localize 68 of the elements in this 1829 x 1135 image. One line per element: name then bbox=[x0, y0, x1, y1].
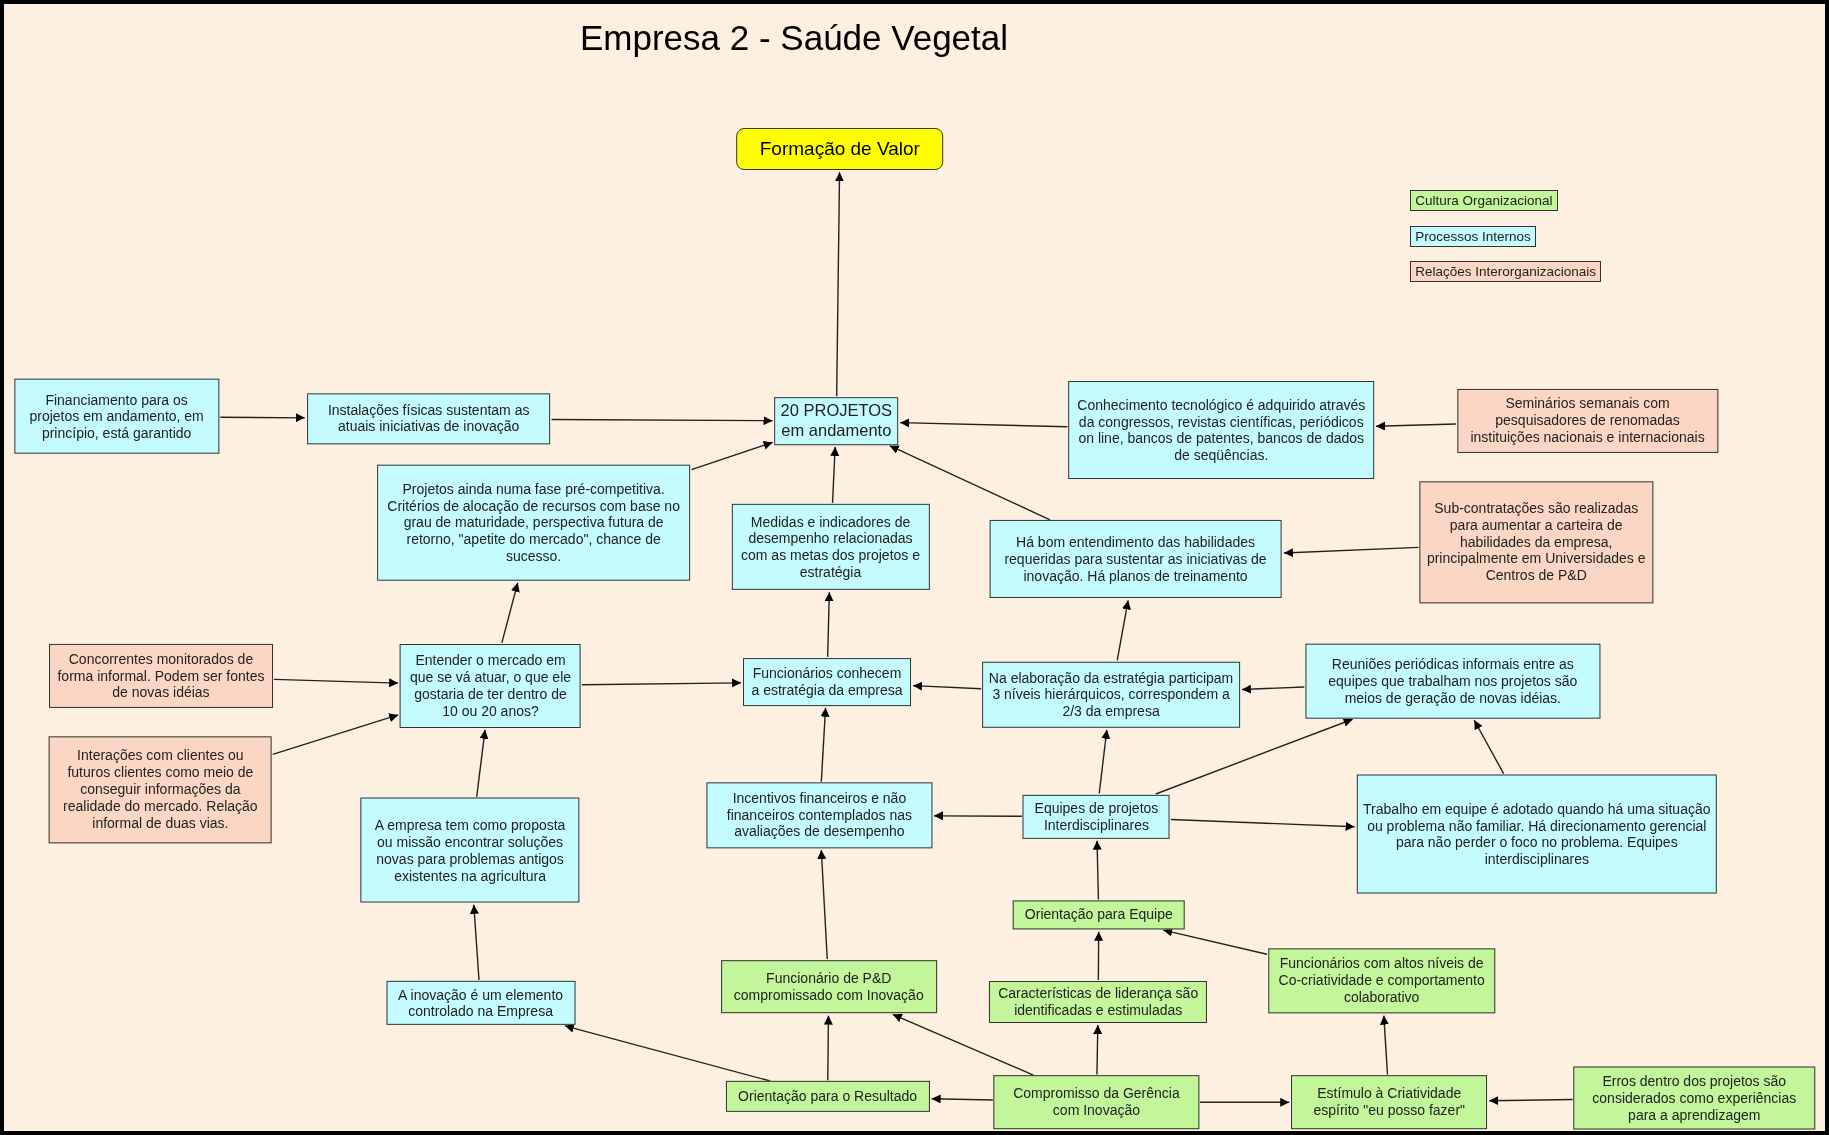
arrow bbox=[1092, 839, 1102, 901]
concept-box: Funcionários conhecem a estratégia da empresa bbox=[743, 657, 911, 706]
concept-box: A empresa tem como proposta ou missão encontrar soluções novas para problemas antigos existentes na agricultura bbox=[360, 797, 580, 903]
concept-box: Equipes de projetos Interdisciplinares bbox=[1022, 794, 1170, 839]
arrow bbox=[1199, 1097, 1290, 1107]
concept-box: Instalações físicas sustentam as atuais iniciativas de inovação bbox=[306, 393, 551, 445]
arrow bbox=[1241, 684, 1305, 694]
concept-box: Na elaboração da estratégia participam 3 níveis hierárquicos, correspondem a 2/3 da empresa bbox=[982, 661, 1240, 728]
arrow bbox=[834, 171, 844, 397]
legend-label: Cultura Organizacional bbox=[1415, 193, 1553, 209]
concept-box: Interações com clientes ou futuros clientes como meio de conseguir informações da realidade do mercado. Relação informal de duas vias. bbox=[49, 736, 272, 844]
arrow bbox=[888, 445, 1051, 521]
arrow bbox=[1093, 1024, 1103, 1076]
concept-box: Reuniões periódicas informais entre as equipes que trabalham nos projetos são meios de geração de novas idéias. bbox=[1305, 643, 1601, 719]
concept-box: Funcionário de P&D compromissado com Inovação bbox=[720, 960, 937, 1014]
concept-box: Características de liderança são identificadas e estimuladas bbox=[989, 981, 1208, 1023]
concept-box: Estímulo à Criatividade espírito "eu posso fazer" bbox=[1291, 1075, 1488, 1130]
arrow bbox=[1473, 719, 1505, 775]
arrow bbox=[1283, 546, 1420, 558]
concept-box: A inovação é um elemento controlado na Empresa bbox=[386, 981, 576, 1026]
diagram-title: Empresa 2 - Saúde Vegetal bbox=[580, 18, 1009, 58]
concept-box: Conhecimento tecnológico é adquirido através da congressos, revistas científicas, periódicos on line, bancos de patentes, bancos de dados de seqüências. bbox=[1068, 381, 1375, 480]
arrow bbox=[1098, 729, 1111, 795]
arrow bbox=[933, 811, 1023, 821]
arrow bbox=[1094, 930, 1104, 981]
concept-box: Incentivos financeiros e não financeiros contemplados nas avaliações de desempenho bbox=[706, 782, 932, 848]
concept-box: Projetos ainda numa fase pré-competitiva. Critérios de alocação de recursos com base no grau de maturidade, perspectiva futura de retorno, "apetite do mercado", chance de sucesso. bbox=[376, 464, 691, 581]
arrow bbox=[272, 713, 399, 756]
arrow bbox=[690, 441, 774, 471]
concept-box: Sub-contratações são realizadas para aumentar a carteira de habilidades da empresa, principalmente em Universidades e Centros de P&D bbox=[1419, 481, 1653, 604]
arrow bbox=[219, 413, 306, 423]
arrow bbox=[1116, 599, 1131, 662]
arrow bbox=[899, 418, 1069, 428]
concept-box: Concorrentes monitorados de forma informal. Podem ser fontes de novas idéias bbox=[49, 643, 273, 708]
arrow bbox=[930, 1094, 994, 1104]
arrow bbox=[824, 591, 834, 658]
arrow bbox=[823, 1014, 833, 1081]
arrow bbox=[476, 729, 489, 798]
arrow bbox=[830, 446, 840, 504]
concept-box: Entender o mercado em que se vá atuar, o que ele gostaria de ter dentro de 10 ou 20 anos? bbox=[400, 643, 581, 728]
concept-box: Seminários semanais com pesquisadores de renomadas instituições nacionais e internacionais bbox=[1456, 388, 1719, 453]
legend-label: Relações Interorganizacionais bbox=[1415, 264, 1597, 280]
arrow bbox=[501, 582, 520, 644]
concept-box: Erros dentro dos projetos são considerados como experiências para a aprendizagem bbox=[1573, 1066, 1815, 1130]
arrow bbox=[550, 416, 774, 426]
arrow bbox=[469, 904, 480, 981]
arrow bbox=[273, 678, 399, 688]
arrow bbox=[1379, 1014, 1389, 1076]
concept-box: 20 PROJETOS em andamento bbox=[774, 397, 899, 445]
arrow bbox=[581, 678, 742, 688]
arrow bbox=[817, 849, 828, 960]
concept-box: Compromisso da Gerência com Inovação bbox=[993, 1075, 1200, 1130]
concept-box: Orientação para Equipe bbox=[1012, 900, 1186, 930]
legend-label: Processos Internos bbox=[1415, 229, 1531, 245]
concept-box: Trabalho em equipe é adotado quando há uma situação ou problema não familiar. Há direcionamento gerencial para não perder o foco no problema. Equipes interdisciplinares bbox=[1356, 774, 1717, 894]
concept-box: Financiamento para os projetos em andamento, em princípio, está garantido bbox=[14, 379, 220, 454]
goal-box: Formação de Valor bbox=[736, 128, 944, 171]
concept-box: Há bom entendimento das habilidades requeridas para sustentar as iniciativas de inovação. Há planos de treinamento bbox=[989, 520, 1282, 599]
arrow bbox=[1488, 1096, 1574, 1106]
arrow bbox=[912, 681, 982, 691]
arrow bbox=[820, 706, 830, 783]
concept-box: Funcionários com altos níveis de Co-criatividade e comportamento colaborativo bbox=[1267, 948, 1496, 1014]
arrow bbox=[1155, 718, 1354, 795]
concept-box: Medidas e indicadores de desempenho relacionadas com as metas dos projetos e estratégia bbox=[731, 503, 930, 591]
arrow bbox=[1170, 818, 1356, 831]
arrow bbox=[892, 1013, 1035, 1076]
arrow bbox=[1375, 421, 1457, 431]
concept-box: Orientação para o Resultado bbox=[725, 1081, 930, 1112]
